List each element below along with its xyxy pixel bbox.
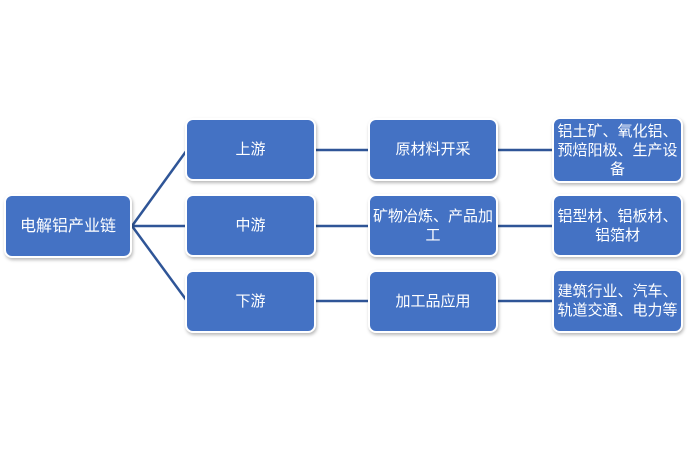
activity-node-midstream: 矿物冶炼、产品加 工 <box>368 194 498 257</box>
stage-node-downstream-label: 下游 <box>235 293 266 310</box>
root-node-label: 电解铝产业链 <box>19 217 116 235</box>
activity-node-midstream-label: 矿物冶炼、产品加 工 <box>372 207 493 244</box>
root-node: 电解铝产业链 <box>4 194 132 258</box>
output-node-midstream: 铝型材、铝板材、 铝箔材 <box>552 194 683 257</box>
connector-root-downstream <box>130 225 189 302</box>
stage-node-midstream-label: 中游 <box>235 217 266 234</box>
output-node-downstream-label: 建筑行业、汽车、 轨道交通、电力等 <box>557 283 678 319</box>
activity-node-upstream: 原材料开采 <box>368 118 498 181</box>
output-node-downstream: 建筑行业、汽车、 轨道交通、电力等 <box>552 269 683 333</box>
activity-node-upstream-label: 原材料开采 <box>395 141 471 158</box>
stage-node-upstream: 上游 <box>185 118 316 181</box>
stage-node-downstream: 下游 <box>185 270 316 333</box>
output-node-upstream-label: 铝土矿、氧化铝、 预焙阳极、生产设 备 <box>557 122 678 178</box>
connector-root-upstream <box>130 149 189 227</box>
stage-node-upstream-label: 上游 <box>235 141 266 158</box>
stage-node-midstream: 中游 <box>185 194 316 257</box>
output-node-upstream: 铝土矿、氧化铝、 预焙阳极、生产设 备 <box>552 117 683 183</box>
activity-node-downstream-label: 加工品应用 <box>395 293 471 310</box>
activity-node-downstream: 加工品应用 <box>368 270 498 333</box>
output-node-midstream-label: 铝型材、铝板材、 铝箔材 <box>557 207 678 244</box>
